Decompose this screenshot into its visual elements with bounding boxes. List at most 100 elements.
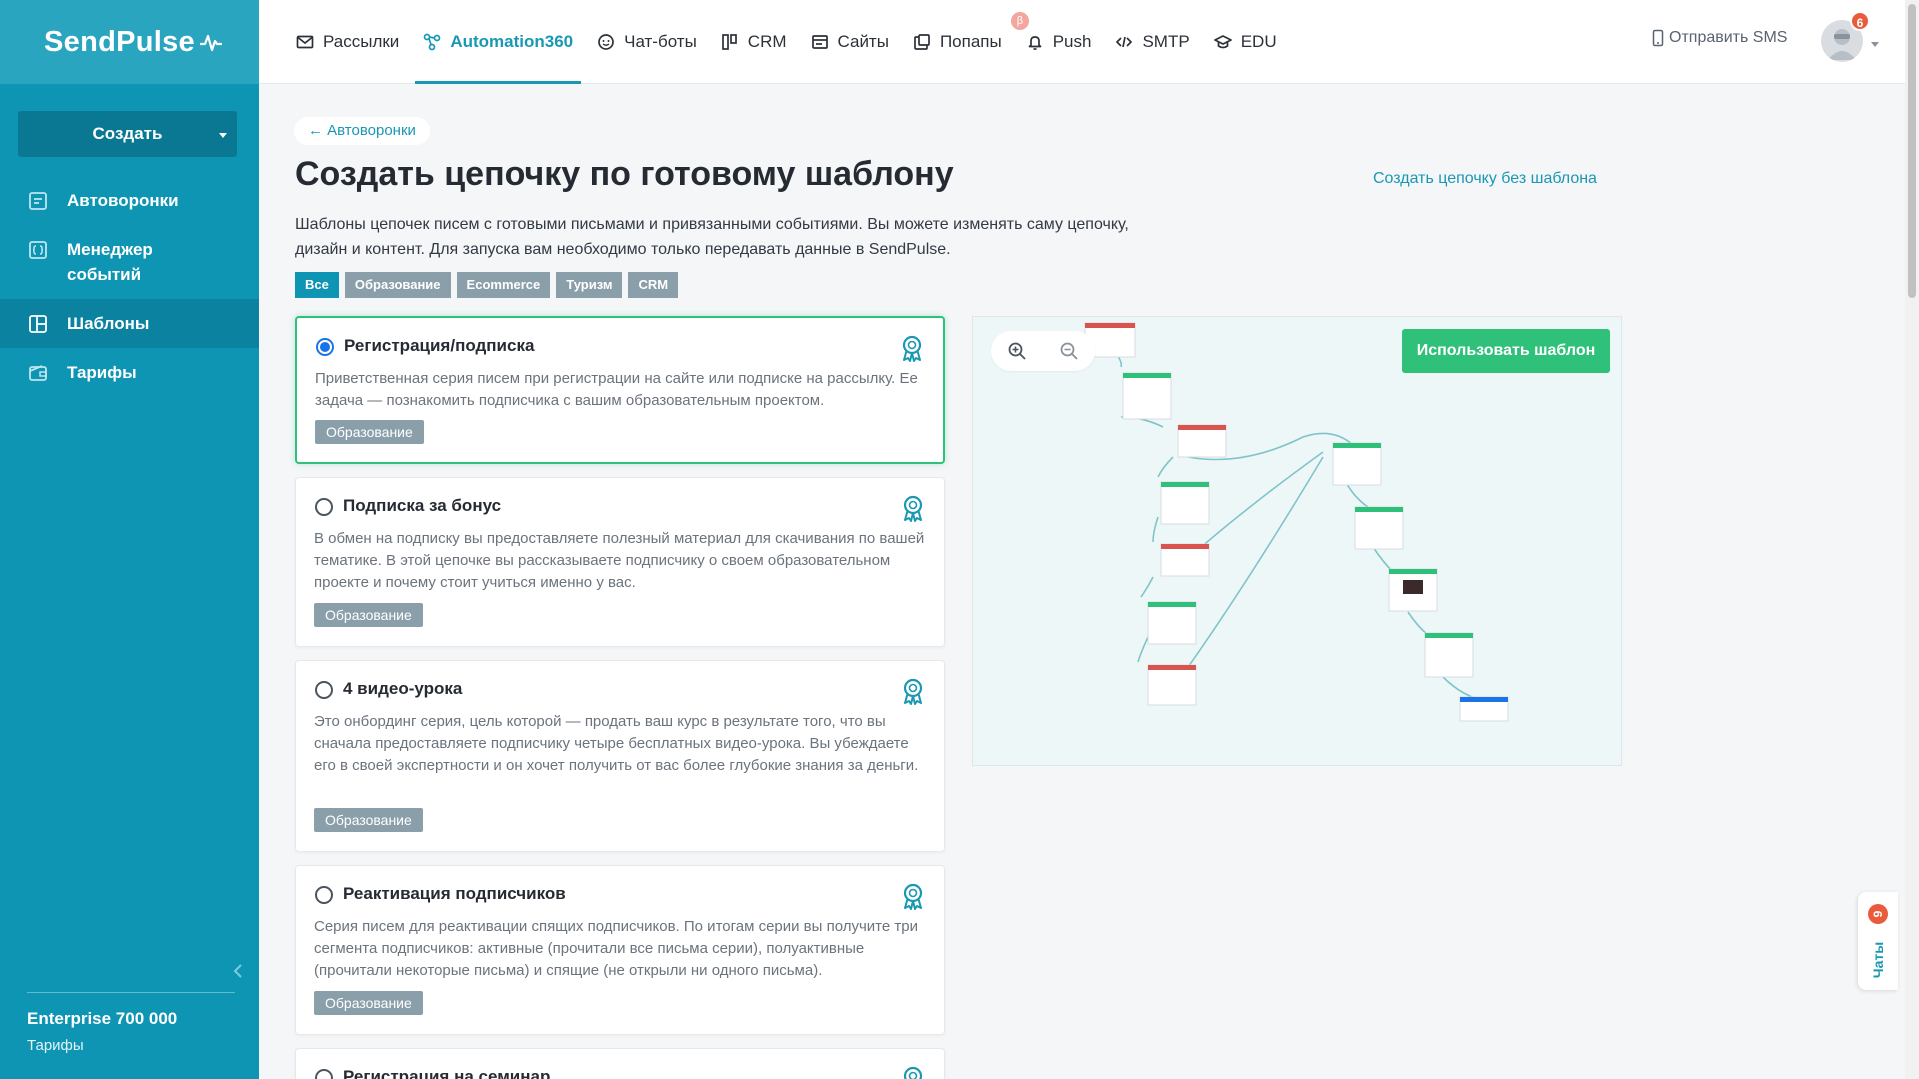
tab-smtp[interactable]: SMTP	[1115, 0, 1190, 84]
template-card-seminar[interactable]: Регистрация на семинар	[295, 1048, 945, 1079]
template-title: Реактивация подписчиков	[343, 884, 566, 903]
plan-pricing-link[interactable]: Тарифы	[27, 1037, 84, 1054]
chats-label: Чаты	[1870, 941, 1886, 979]
create-button[interactable]: Создать	[18, 111, 237, 157]
send-sms-link[interactable]: Отправить SMS	[1652, 29, 1787, 47]
pulse-icon	[199, 34, 222, 52]
logo[interactable]: SendPulse	[44, 26, 223, 59]
use-template-button[interactable]: Использовать шаблон	[1402, 329, 1610, 373]
flow-diagram-preview	[1084, 322, 1509, 722]
wallet-icon	[29, 365, 47, 381]
tab-chatbots[interactable]: Чат-боты	[597, 0, 697, 84]
zoom-out-icon	[1060, 342, 1078, 360]
caret-down-icon[interactable]	[1871, 42, 1879, 47]
caret-down-icon[interactable]	[219, 133, 227, 138]
tab-label: Чат-боты	[624, 32, 697, 51]
tab-crm[interactable]: CRM	[721, 0, 787, 84]
template-card-reactivation[interactable]: Реактивация подписчиков Серия писем для …	[295, 865, 945, 1035]
phone-icon	[1652, 29, 1664, 47]
tab-label: Сайты	[837, 32, 889, 51]
template-layout-icon	[29, 315, 47, 333]
tab-mailings[interactable]: Рассылки	[296, 0, 399, 84]
zoom-in-button[interactable]	[991, 331, 1043, 371]
template-title: Регистрация/подписка	[344, 336, 535, 355]
tab-edu[interactable]: EDU	[1213, 0, 1277, 84]
sidebar-item-label: Автоворонки	[67, 191, 179, 210]
template-radio[interactable]	[315, 498, 333, 516]
award-ribbon-icon	[903, 678, 923, 705]
collapse-sidebar-icon[interactable]	[233, 963, 243, 979]
sidebar-item-autofunnels[interactable]: Автоворонки	[0, 176, 259, 225]
filter-education[interactable]: Образование	[344, 272, 451, 298]
template-radio[interactable]	[315, 681, 333, 699]
sidebar-item-label: Тарифы	[67, 363, 137, 382]
sidebar-item-event-manager[interactable]: Менеджер событий	[0, 225, 259, 299]
sidebar-item-templates[interactable]: Шаблоны	[0, 299, 259, 348]
filter-all[interactable]: Все	[295, 272, 339, 298]
template-card-video-lessons[interactable]: 4 видео-урока Это онбординг серия, цель …	[295, 660, 945, 852]
sidebar-item-label: Менеджер событий	[67, 240, 153, 284]
template-card-bonus-subscription[interactable]: Подписка за бонус В обмен на подписку вы…	[295, 477, 945, 647]
template-category-tag: Образование	[314, 991, 423, 1015]
tab-label: Automation360	[450, 32, 574, 51]
page-description: Шаблоны цепочек писем с готовыми письмам…	[295, 216, 1129, 258]
plan-name: Enterprise 700 000	[27, 1009, 178, 1028]
logo-text: SendPulse	[44, 25, 195, 58]
logo-area: SendPulse	[0, 0, 259, 84]
template-description: В обмен на подписку вы предоставляете по…	[314, 530, 925, 591]
category-filters: Все Образование Ecommerce Туризм CRM	[295, 272, 684, 298]
template-radio[interactable]	[315, 1069, 333, 1079]
tab-label: SMTP	[1142, 32, 1190, 51]
zoom-in-icon	[1008, 342, 1026, 360]
tab-popups[interactable]: Попапы β	[913, 0, 1029, 84]
template-title: Регистрация на семинар	[343, 1067, 551, 1079]
graduation-cap-icon	[1213, 35, 1232, 49]
template-title: 4 видео-урока	[343, 679, 463, 698]
notification-badge: 6	[1850, 11, 1870, 31]
chats-widget-tab[interactable]: 9 Чаты	[1858, 892, 1898, 990]
template-card-registration[interactable]: Регистрация/подписка Приветственная сери…	[295, 316, 945, 464]
template-description: Серия писем для реактивации спящих подпи…	[314, 918, 918, 979]
beta-badge: β	[1010, 12, 1029, 30]
tab-label: Рассылки	[323, 32, 400, 51]
code-icon	[1116, 36, 1133, 48]
sidebar-item-pricing[interactable]: Тарифы	[0, 348, 259, 397]
tab-label: Push	[1052, 32, 1092, 51]
tab-automation360[interactable]: Automation360	[415, 0, 581, 84]
award-ribbon-icon	[903, 1066, 923, 1079]
zoom-out-button[interactable]	[1043, 331, 1095, 371]
page-scrollbar[interactable]	[1905, 0, 1919, 1079]
template-radio[interactable]	[316, 338, 334, 356]
template-title: Подписка за бонус	[343, 496, 502, 515]
braces-icon	[29, 241, 47, 259]
back-to-autofunnels-link[interactable]: ← Автоворонки	[294, 117, 430, 145]
filter-ecommerce[interactable]: Ecommerce	[456, 272, 551, 298]
send-sms-label: Отправить SMS	[1669, 29, 1788, 46]
award-ribbon-icon	[902, 335, 922, 362]
tab-sites[interactable]: Сайты	[811, 0, 889, 84]
template-category-tag: Образование	[314, 808, 423, 832]
tab-label: EDU	[1240, 32, 1277, 51]
scrollbar-thumb[interactable]	[1908, 4, 1916, 298]
user-avatar-icon	[1828, 29, 1856, 60]
template-category-tag: Образование	[314, 603, 423, 627]
zoom-controls	[991, 331, 1095, 371]
envelope-icon	[296, 35, 314, 49]
sidebar-item-label: Шаблоны	[67, 314, 150, 333]
plan-info: Enterprise 700 000 Тарифы	[27, 992, 235, 1054]
create-without-template-link[interactable]: Создать цепочку без шаблона	[1373, 170, 1597, 187]
tab-label: Попапы	[939, 32, 1002, 51]
filter-crm[interactable]: CRM	[628, 272, 679, 298]
template-radio[interactable]	[315, 886, 333, 904]
template-description: Это онбординг серия, цель которой — прод…	[314, 713, 919, 774]
sidebar-nav: Автоворонки Менеджер событий Шаблоны Тар…	[0, 176, 259, 397]
tab-push[interactable]: Push	[1026, 0, 1092, 84]
award-ribbon-icon	[903, 495, 923, 522]
page-title: Создать цепочку по готовому шаблону	[295, 155, 954, 193]
automation-flow-icon	[423, 33, 441, 51]
tab-label: CRM	[747, 32, 787, 51]
top-nav: Рассылки Automation360 Чат-боты CRM Сайт…	[296, 0, 1301, 84]
filter-tourism[interactable]: Туризм	[556, 272, 623, 298]
template-category-tag: Образование	[315, 420, 424, 444]
funnel-board-icon	[29, 192, 47, 210]
